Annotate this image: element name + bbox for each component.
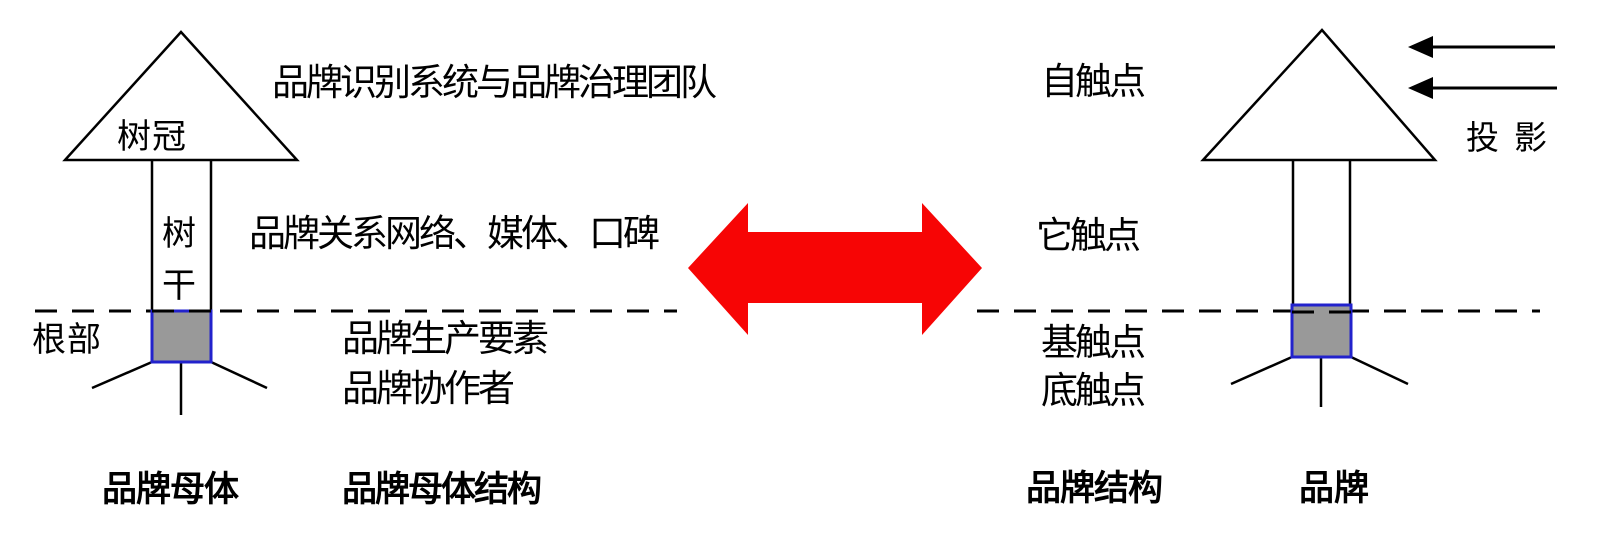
caption-brand-mother: 品牌母体: [102, 470, 239, 509]
right-structure-row-root2: 底触点: [1041, 371, 1146, 412]
left-tree-root-line-left: [91, 360, 153, 390]
left-structure-row-crown: 品牌识别系统与品牌治理团队: [272, 63, 717, 104]
left-structure-row-root2: 品牌协作者: [342, 369, 515, 410]
left-structure-row-root1: 品牌生产要素: [342, 319, 549, 360]
left-tree-root-square: [150, 309, 213, 364]
caption-brand: 品牌: [1299, 469, 1370, 508]
projection-arrow-top-head-icon: [1408, 36, 1433, 58]
double-arrow-icon: [688, 203, 982, 335]
left-tree-trunk-label-line1: 树: [162, 216, 197, 253]
caption-brand-mother-structure: 品牌母体结构: [342, 470, 542, 509]
left-tree-crown-label: 树冠: [117, 119, 187, 156]
right-tree-root-line-left: [1230, 355, 1293, 386]
left-tree-root-label: 根部: [32, 322, 102, 359]
right-tree-root-line-right: [1350, 355, 1409, 386]
left-tree-root-line-right: [210, 360, 268, 390]
left-structure-row-trunk: 品牌关系网络、媒体、口碑: [249, 214, 660, 255]
projection-label: 投影: [1466, 121, 1562, 157]
right-structure-row-root1: 基触点: [1041, 323, 1146, 364]
right-structure-row-crown: 自触点: [1041, 62, 1146, 103]
right-structure-row-trunk: 它触点: [1036, 216, 1141, 257]
right-tree-crown-triangle: [1200, 28, 1438, 162]
left-tree-crown-triangle: [62, 30, 300, 162]
projection-arrow-bottom-head-icon: [1408, 77, 1433, 99]
right-tree-root-square: [1290, 303, 1353, 359]
left-tree-trunk-label-line2: 干: [162, 268, 197, 305]
caption-brand-structure: 品牌结构: [1026, 469, 1163, 508]
